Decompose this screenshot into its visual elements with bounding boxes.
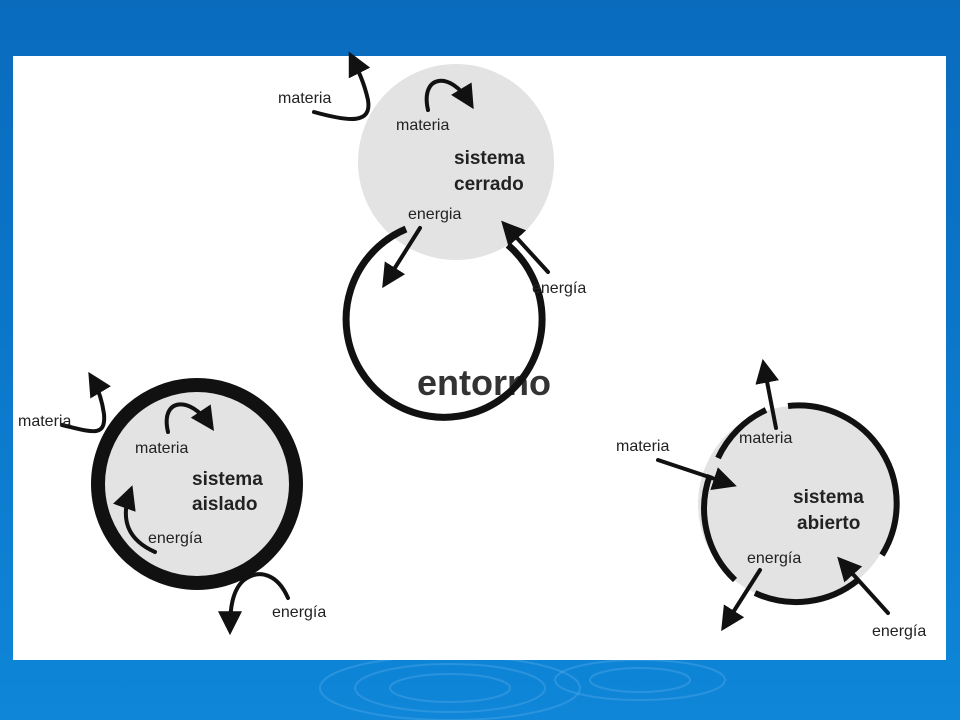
open-inner-energy-label: energía bbox=[747, 550, 801, 567]
open-boundary-arc-2 bbox=[753, 577, 860, 605]
closed-system-circle bbox=[358, 64, 554, 260]
open-boundary-arc-4 bbox=[715, 407, 768, 460]
open-matter-in-arrow bbox=[656, 458, 737, 491]
isolated-outer-energy-label: energía bbox=[272, 604, 326, 621]
open-outer-energy-label: energía bbox=[872, 623, 926, 640]
isolated-outer-energy-arrow bbox=[218, 572, 290, 636]
closed-title-line2: cerrado bbox=[454, 174, 524, 195]
isolated-inner-matter-arrow bbox=[164, 402, 214, 434]
closed-system: materia materia sistema cerrado energia … bbox=[278, 51, 586, 421]
isolated-inner-energy-label: energía bbox=[148, 530, 202, 547]
isolated-inner-matter-label: materia bbox=[135, 440, 188, 457]
open-system-circle bbox=[698, 406, 894, 602]
open-energy-out-arrow bbox=[721, 568, 762, 632]
closed-inner-energy-label: energia bbox=[408, 206, 461, 223]
isolated-title-line2: aislado bbox=[192, 494, 257, 515]
closed-system-boundary bbox=[342, 225, 546, 421]
open-inner-matter-label: materia bbox=[739, 430, 792, 447]
closed-energy-in-arrow bbox=[501, 220, 550, 274]
isolated-system-circle bbox=[99, 386, 295, 582]
open-system: materia materia sistema abierto energía … bbox=[616, 358, 926, 640]
open-boundary-arc-1 bbox=[787, 402, 900, 557]
open-boundary-arc-3 bbox=[701, 473, 738, 583]
isolated-inner-energy-arrow bbox=[113, 485, 157, 554]
closed-outer-energy-label: energía bbox=[532, 280, 586, 297]
open-outer-matter-label: materia bbox=[616, 438, 669, 455]
closed-inner-matter-label: materia bbox=[396, 117, 449, 134]
closed-title-line1: sistema bbox=[454, 148, 525, 169]
isolated-outer-matter-arrow bbox=[60, 371, 111, 434]
open-title-line1: sistema bbox=[793, 487, 864, 508]
open-matter-out-arrow bbox=[755, 358, 779, 430]
closed-outer-matter-label: materia bbox=[278, 90, 331, 107]
isolated-system-boundary bbox=[91, 378, 303, 590]
isolated-title-line1: sistema bbox=[192, 469, 263, 490]
isolated-system: materia materia sistema aislado energía … bbox=[18, 371, 326, 636]
closed-outer-matter-arrow bbox=[312, 51, 371, 122]
open-energy-in-arrow bbox=[837, 556, 890, 615]
closed-energy-out-arrow bbox=[382, 226, 422, 289]
isolated-outer-matter-label: materia bbox=[18, 413, 71, 430]
open-title-line2: abierto bbox=[797, 513, 860, 534]
closed-inner-matter-arrow bbox=[424, 78, 474, 112]
